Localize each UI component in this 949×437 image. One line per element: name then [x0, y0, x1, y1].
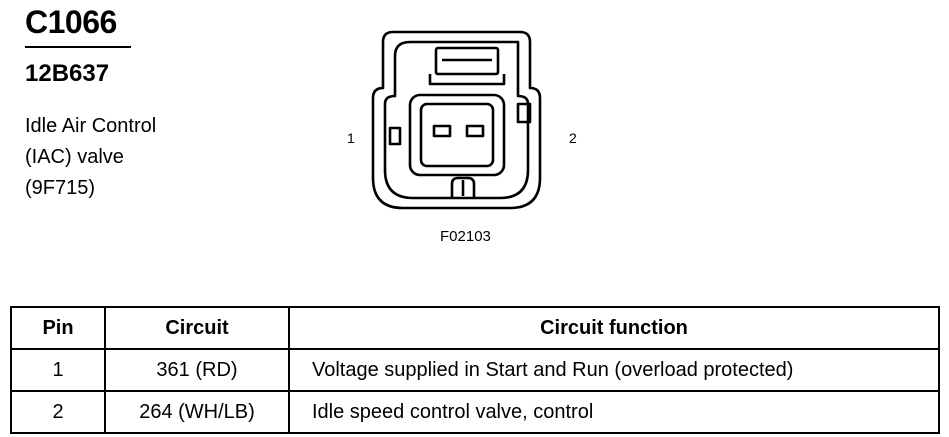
figure-code: F02103 [440, 228, 491, 245]
function-cell: Voltage supplied in Start and Run (overl… [288, 348, 940, 392]
terminal-pin-2 [465, 124, 485, 138]
connector-latch [434, 46, 500, 76]
component-description-line: Idle Air Control [25, 115, 157, 137]
connector-key [450, 176, 476, 198]
circuit-cell: 361 (RD) [104, 348, 290, 392]
pin-circuit-table: Pin Circuit Circuit function 1 361 (RD) … [10, 306, 940, 434]
pin-2-label: 2 [569, 130, 577, 146]
component-description-line: (9F715) [25, 177, 96, 199]
function-cell: Idle speed control valve, control [288, 390, 940, 434]
table-row: 1 361 (RD) Voltage supplied in Start and… [10, 348, 940, 392]
side-rib-right [516, 102, 532, 124]
table-row: 2 264 (WH/LB) Idle speed control valve, … [10, 390, 940, 434]
terminal-cavity-outer [408, 93, 506, 177]
column-header-pin: Pin [10, 306, 106, 350]
terminal-pin-1 [432, 124, 452, 138]
circuit-cell: 264 (WH/LB) [104, 390, 290, 434]
pin-cell: 1 [10, 348, 106, 392]
part-number: 12B637 [25, 60, 110, 87]
connector-id: C1066 [25, 4, 117, 40]
terminal-cavity-inner [419, 102, 495, 168]
pin-cell: 2 [10, 390, 106, 434]
pin-1-label: 1 [347, 130, 355, 146]
column-header-circuit: Circuit [104, 306, 290, 350]
title-underline [25, 46, 131, 48]
connector-housing-outer [371, 30, 542, 210]
connector-face-diagram [371, 30, 542, 210]
component-description-line: (IAC) valve [25, 146, 124, 168]
side-rib-left [388, 126, 402, 146]
connector-housing-inner [383, 40, 530, 200]
table-header-row: Pin Circuit Circuit function [10, 306, 940, 350]
column-header-function: Circuit function [288, 306, 940, 350]
